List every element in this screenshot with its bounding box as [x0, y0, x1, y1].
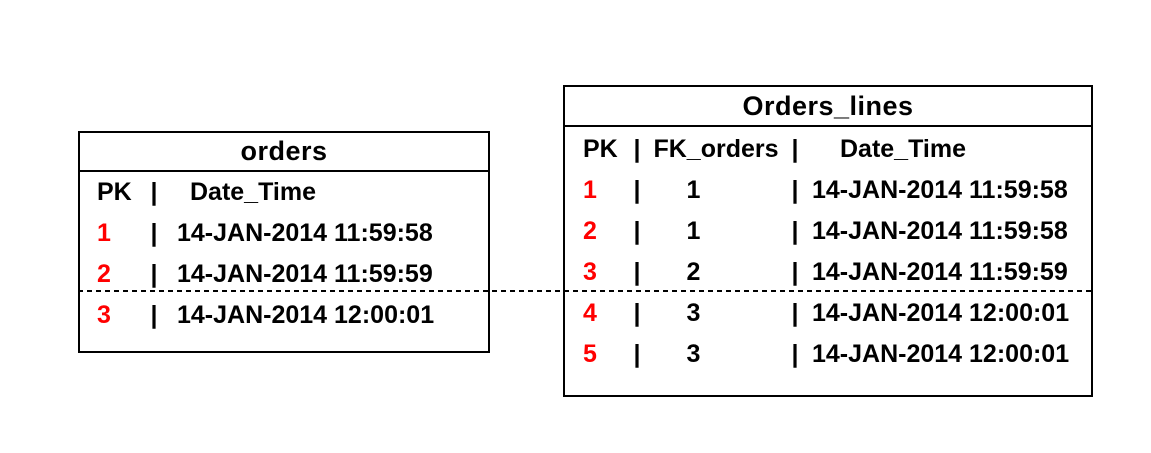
pk-column-header: PK — [97, 178, 132, 206]
column-separator: | — [633, 299, 641, 327]
date-time-value: 14-JAN-2014 12:00:01 — [812, 299, 1070, 327]
orders-table: orders PK | Date_Time 1 | 14-JAN-2014 11… — [78, 131, 490, 353]
fk-value: 3 — [686, 299, 701, 327]
column-separator: | — [791, 340, 799, 368]
column-separator: | — [150, 219, 158, 247]
fk-value: 2 — [686, 258, 701, 286]
column-separator: | — [633, 135, 641, 163]
column-separator: | — [633, 340, 641, 368]
table-row: 3 | 14-JAN-2014 12:00:01 — [80, 295, 488, 336]
column-separator: | — [791, 135, 799, 163]
orders-lines-header-row: PK | FK_orders | Date_Time — [565, 129, 1091, 170]
date-time-value: 14-JAN-2014 11:59:58 — [177, 219, 433, 247]
pk-column-header: PK — [583, 135, 618, 163]
pk-value: 2 — [97, 260, 111, 288]
table-row: 2 | 14-JAN-2014 11:59:59 — [80, 254, 488, 295]
column-separator: | — [150, 260, 158, 288]
column-separator: | — [150, 178, 158, 206]
fk-value: 3 — [686, 340, 701, 368]
date-time-value: 14-JAN-2014 11:59:58 — [812, 176, 1068, 204]
pk-value: 3 — [583, 258, 597, 286]
orders-table-body: PK | Date_Time 1 | 14-JAN-2014 11:59:58 … — [80, 172, 488, 336]
column-separator: | — [150, 301, 158, 329]
orders-header-row: PK | Date_Time — [80, 172, 488, 213]
table-row: 4 | 3 | 14-JAN-2014 12:00:01 — [565, 293, 1091, 334]
date-time-value: 14-JAN-2014 11:59:59 — [812, 258, 1068, 286]
date-time-value: 14-JAN-2014 11:59:58 — [812, 217, 1068, 245]
table-row: 2 | 1 | 14-JAN-2014 11:59:58 — [565, 211, 1091, 252]
column-separator: | — [633, 176, 641, 204]
date-time-value: 14-JAN-2014 12:00:01 — [812, 340, 1070, 368]
table-row: 5 | 3 | 14-JAN-2014 12:00:01 — [565, 334, 1091, 375]
date-time-column-header: Date_Time — [190, 178, 316, 206]
column-separator: | — [791, 299, 799, 327]
orders-table-title: orders — [80, 133, 488, 172]
pk-value: 3 — [97, 301, 111, 329]
column-separator: | — [791, 217, 799, 245]
pk-value: 1 — [97, 219, 111, 247]
date-time-value: 14-JAN-2014 11:59:59 — [177, 260, 433, 288]
pk-value: 5 — [583, 340, 597, 368]
pk-value: 1 — [583, 176, 597, 204]
column-separator: | — [633, 258, 641, 286]
table-row: 1 | 1 | 14-JAN-2014 11:59:58 — [565, 170, 1091, 211]
column-separator: | — [791, 258, 799, 286]
orders-lines-table-body: PK | FK_orders | Date_Time 1 | 1 | 14-JA… — [565, 127, 1091, 375]
table-row: 3 | 2 | 14-JAN-2014 11:59:59 — [565, 252, 1091, 293]
fk-value: 1 — [686, 217, 701, 245]
pk-value: 2 — [583, 217, 597, 245]
table-row: 1 | 14-JAN-2014 11:59:58 — [80, 213, 488, 254]
fk-orders-column-header: FK_orders — [653, 135, 779, 163]
time-boundary-dashed-line — [78, 290, 1093, 292]
date-time-value: 14-JAN-2014 12:00:01 — [177, 301, 435, 329]
column-separator: | — [791, 176, 799, 204]
column-separator: | — [633, 217, 641, 245]
orders-lines-table-title: Orders_lines — [565, 87, 1091, 127]
fk-value: 1 — [686, 176, 701, 204]
orders-lines-table: Orders_lines PK | FK_orders | Date_Time … — [563, 85, 1093, 397]
pk-value: 4 — [583, 299, 597, 327]
date-time-column-header: Date_Time — [840, 135, 966, 163]
